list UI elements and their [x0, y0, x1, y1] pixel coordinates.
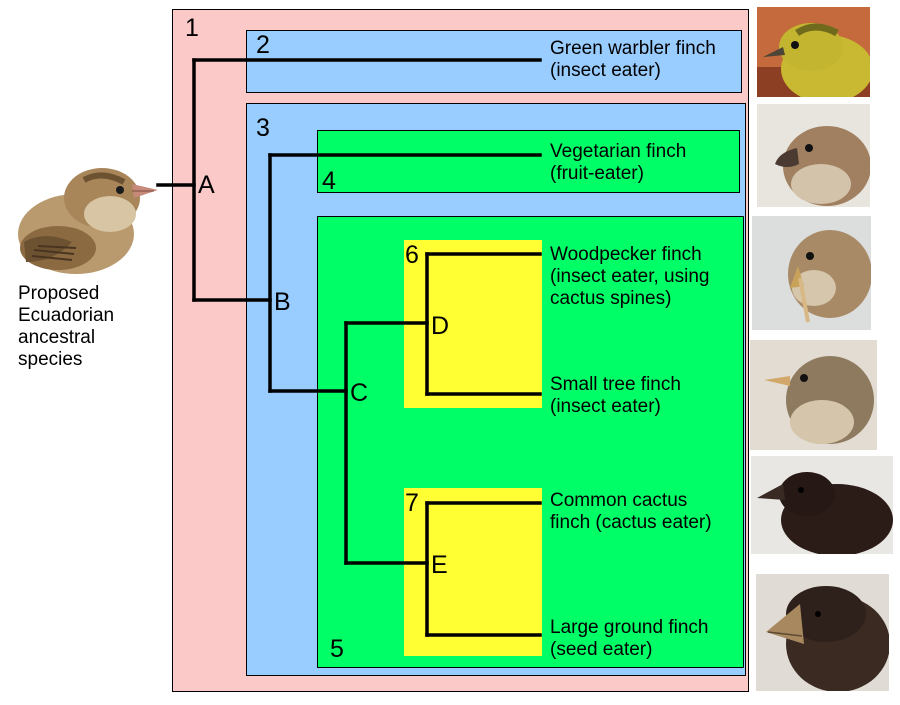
clade-1-number: 1 [185, 14, 199, 42]
ancestor-caption: Proposed Ecuadorian ancestral species [18, 283, 115, 370]
node-d-label: D [431, 312, 450, 340]
cactus-finch-icon [751, 456, 893, 554]
small-tree-finch-icon [750, 340, 877, 450]
yellow-warbler-finch-photo [757, 7, 870, 97]
clade-3-number: 3 [256, 114, 270, 142]
clade-6-number: 6 [405, 241, 419, 269]
clade-4-number: 4 [322, 167, 336, 195]
node-b-label: B [274, 288, 291, 316]
warbler-finch-icon [757, 7, 870, 97]
vegetarian-finch-icon [757, 104, 870, 207]
ancestor-bird-illustration [14, 150, 162, 276]
clade-7-number: 7 [405, 489, 419, 517]
small-tree-finch-photo [750, 340, 877, 450]
species-label-ground: Large ground finch (seed eater) [550, 617, 709, 660]
cactus-finch-photo [751, 456, 893, 554]
clade-2-number: 2 [256, 31, 270, 59]
ground-finch-icon [756, 574, 889, 691]
ancestor-bird-icon [18, 168, 158, 274]
species-label-vegetarian: Vegetarian finch (fruit-eater) [550, 141, 687, 184]
node-c-label: C [350, 379, 369, 407]
clade-4-box [317, 130, 740, 193]
node-a-label: A [198, 171, 215, 199]
species-label-cactus: Common cactus finch (cactus eater) [550, 490, 712, 533]
species-label-woodpecker: Woodpecker finch (insect eater, using ca… [550, 244, 710, 309]
species-label-green-warbler: Green warbler finch (insect eater) [550, 38, 716, 81]
vegetarian-finch-photo [757, 104, 870, 207]
clade-5-number: 5 [330, 635, 344, 663]
ground-finch-photo [756, 574, 889, 691]
woodpecker-finch-icon [752, 216, 871, 330]
woodpecker-finch-photo [752, 216, 871, 330]
species-label-small-tree: Small tree finch (insect eater) [550, 374, 681, 417]
node-e-label: E [431, 551, 448, 579]
